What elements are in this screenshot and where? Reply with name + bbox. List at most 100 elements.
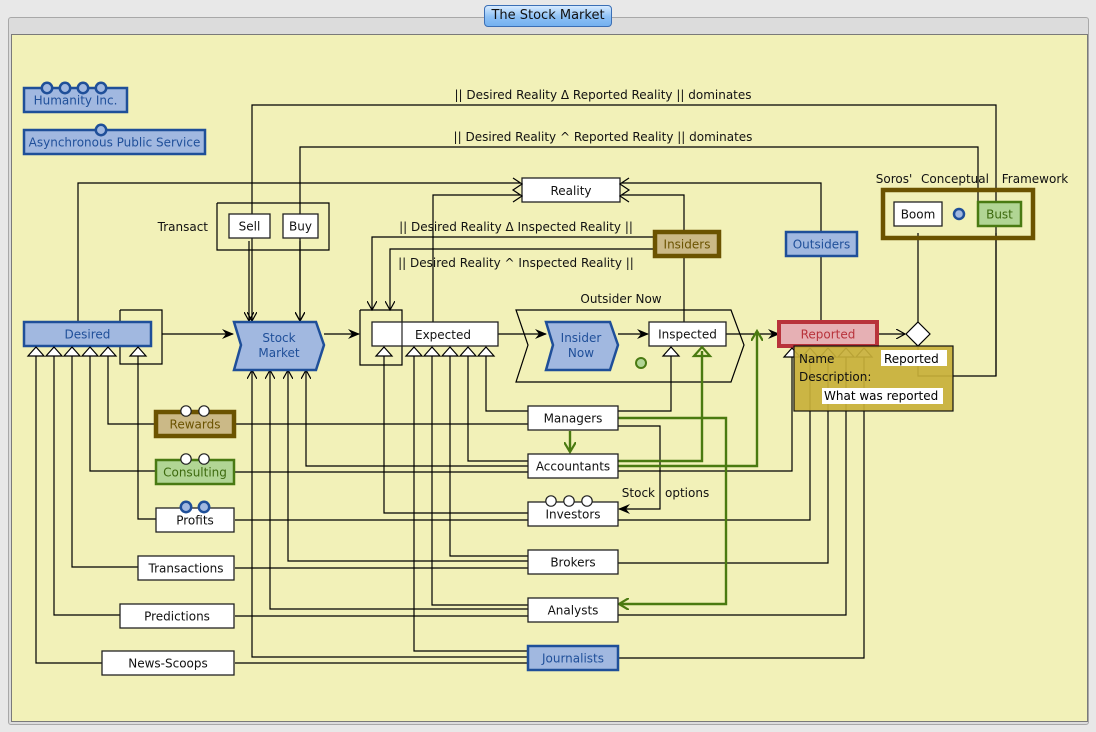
desired-node[interactable]: Desired — [22, 320, 153, 348]
expected-label: Expected — [415, 328, 471, 342]
edge-inspected-reality — [622, 194, 685, 322]
reality-left-arrows-icon — [511, 177, 524, 203]
brokers-node[interactable]: Brokers — [527, 549, 619, 575]
investors-port-icon — [545, 495, 557, 507]
async-public-service-node[interactable]: Asynchronous Public Service — [22, 128, 207, 156]
humanity-port-icon — [94, 81, 108, 95]
bust-node[interactable]: Bust — [976, 200, 1023, 228]
inheritance-triangle-icon — [440, 346, 460, 357]
insider-now-label-2: Now — [568, 346, 594, 360]
label-transact: Transact — [157, 220, 209, 234]
humanity-port-icon — [40, 81, 54, 95]
edge-managers-analysts — [618, 416, 728, 604]
inspected-node-label: Inspected — [658, 328, 717, 342]
humanity-port-icon — [76, 81, 90, 95]
edge-reported-reality — [622, 182, 822, 321]
news-scoops-node[interactable]: News-Scoops — [101, 650, 235, 676]
reality-node[interactable]: Reality — [511, 177, 631, 203]
tooltip-description-value: What was reported — [824, 389, 938, 403]
journalists-node-label: Journalists — [541, 652, 604, 666]
profits-node-box — [155, 507, 235, 533]
label-outsider-now: Outsider Now — [580, 292, 661, 306]
inheritance-triangle-icon — [128, 346, 148, 357]
analysts-node-label: Analysts — [548, 604, 599, 618]
investors-node[interactable]: Investors — [527, 501, 619, 527]
inheritance-triangle-icon — [80, 346, 100, 357]
inspected-node[interactable]: Inspected — [648, 321, 727, 347]
edge-to-expected — [431, 355, 528, 606]
diagram-svg[interactable]: || Desired Reality Δ Reported Reality ||… — [12, 35, 1087, 721]
edge-to-expected — [485, 355, 528, 412]
accountants-node[interactable]: Accountants — [527, 453, 619, 479]
inheritance-triangle-icon — [374, 346, 394, 357]
inspected-node-box — [648, 321, 727, 347]
edge-to-desired — [71, 354, 139, 568]
managers-node-box — [527, 405, 619, 431]
label-wedge-reported: || Desired Reality ^ Reported Reality ||… — [454, 130, 753, 144]
label-delta-reported: || Desired Reality Δ Reported Reality ||… — [454, 88, 751, 102]
sell-node-box — [228, 213, 271, 239]
insider-now-shape — [544, 320, 620, 372]
inheritance-triangle-icon — [62, 346, 82, 357]
consulting-port-icon — [180, 453, 192, 465]
buy-node-label: Buy — [289, 220, 312, 234]
boom-node[interactable]: Boom — [893, 201, 943, 227]
outsider-now-frame — [515, 309, 745, 383]
inheritance-triangle-icon — [404, 346, 424, 357]
sell-node[interactable]: Sell — [228, 213, 271, 239]
tooltip-name-label: Name — [799, 352, 834, 366]
news-scoops-node-box — [101, 650, 235, 676]
edge-to-desired — [107, 354, 156, 425]
profits-node[interactable]: Profits — [155, 507, 235, 533]
edge-to-reported — [618, 355, 793, 472]
transactions-node[interactable]: Transactions — [137, 555, 235, 581]
buy-node-box — [282, 213, 319, 239]
bust-node-box — [976, 200, 1023, 228]
humanity-inc-node-label: Humanity Inc. — [34, 94, 118, 108]
decision-diamond-icon[interactable] — [905, 321, 931, 347]
edge-to-reported — [618, 355, 829, 564]
outsiders-node[interactable]: Outsiders — [784, 230, 859, 258]
news-scoops-node-label: News-Scoops — [128, 657, 208, 671]
reality-box — [521, 177, 621, 203]
inheritance-triangle-icon — [691, 345, 713, 358]
analysts-node[interactable]: Analysts — [527, 597, 619, 623]
edge-delta-reported — [252, 104, 997, 376]
buy-node[interactable]: Buy — [282, 213, 319, 239]
journalists-node[interactable]: Journalists — [526, 644, 620, 672]
nodes-layer: || Desired Reality Δ Reported Reality ||… — [22, 81, 1068, 676]
inheritance-triangle-icon — [26, 346, 46, 357]
label-framework: Framework — [1002, 172, 1068, 186]
insiders-node[interactable]: Insiders — [652, 229, 722, 259]
edge-to-desired — [53, 354, 120, 616]
accountants-node-box — [527, 453, 619, 479]
rewards-node[interactable]: Rewards — [153, 409, 237, 439]
edge-to-desired — [89, 354, 156, 472]
consulting-node[interactable]: Consulting — [154, 458, 236, 486]
managers-node[interactable]: Managers — [527, 405, 619, 431]
insider-now-label-1: Insider — [561, 331, 602, 345]
diagram-canvas[interactable]: || Desired Reality Δ Reported Reality ||… — [11, 34, 1088, 722]
edge-wedge-inspected — [390, 248, 653, 310]
diagram-title-tab[interactable]: The Stock Market — [484, 5, 612, 27]
boom-node-label: Boom — [901, 208, 936, 222]
rewards-port-icon — [198, 405, 210, 417]
expected-node[interactable]: Expected — [371, 321, 499, 347]
edge-to-expected — [413, 355, 528, 652]
predictions-node[interactable]: Predictions — [119, 603, 235, 629]
humanity-inc-node[interactable]: Humanity Inc. — [22, 86, 129, 114]
label-stock: Stock — [622, 486, 655, 500]
bust-node-label: Bust — [986, 208, 1013, 222]
reality-label: Reality — [550, 184, 591, 198]
investors-port-icon — [581, 495, 593, 507]
profits-port-icon — [197, 500, 211, 514]
edge-to-stockmarket — [288, 370, 528, 562]
edge-to-desired — [137, 354, 156, 520]
brokers-node-box — [527, 549, 619, 575]
analysts-node-box — [527, 597, 619, 623]
label-delta-inspected: || Desired Reality Δ Inspected Reality |… — [399, 220, 633, 234]
reported-node[interactable]: Reported — [777, 320, 879, 348]
